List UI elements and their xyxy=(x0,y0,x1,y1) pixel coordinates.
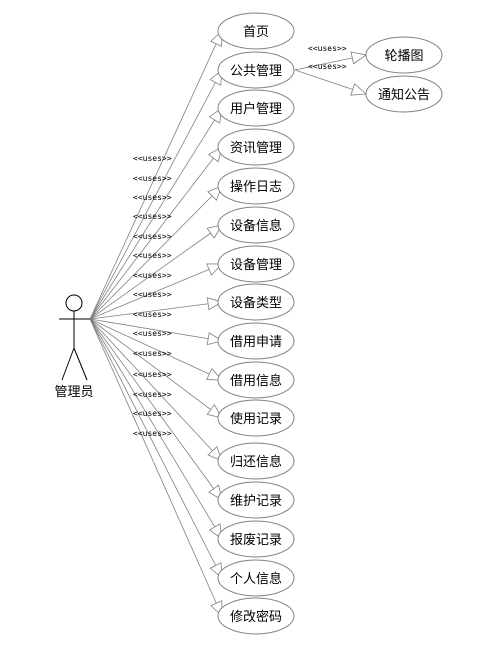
use-case-ellipse xyxy=(217,442,295,480)
use-case-label: 个人信息 xyxy=(230,571,282,587)
uses-edge-device-mgmt xyxy=(89,263,223,320)
uses-label: <<uses>> xyxy=(133,232,172,241)
uses-label: <<uses>> xyxy=(133,429,172,438)
use-case-ellipse xyxy=(217,481,295,519)
use-case-ellipse xyxy=(217,283,295,321)
use-case-label: 借用信息 xyxy=(230,373,282,389)
use-case-usage-record: 使用记录 xyxy=(217,399,295,437)
uses-label: <<uses>> xyxy=(133,329,172,338)
use-case-label: 设备信息 xyxy=(230,218,282,234)
uses-label: <<uses>> xyxy=(133,349,172,358)
uses-edge-device-type xyxy=(89,301,223,320)
use-case-ellipse xyxy=(217,399,295,437)
use-case-ellipse xyxy=(217,12,295,50)
use-case-ellipse xyxy=(217,597,295,635)
use-case-device-mgmt: 设备管理 xyxy=(217,245,295,283)
sub-use-case-carousel: 轮播图 xyxy=(365,36,443,74)
use-case-label: 设备类型 xyxy=(230,295,282,311)
use-case-ellipse xyxy=(217,559,295,597)
arrowhead-carousel xyxy=(350,51,367,65)
use-case-ellipse xyxy=(217,51,295,89)
uses-edge-device-info xyxy=(89,224,223,320)
actor-head xyxy=(65,294,83,312)
use-case-borrow-info: 借用信息 xyxy=(217,361,295,399)
use-case-label: 维护记录 xyxy=(230,494,282,509)
actor-right-leg xyxy=(73,347,88,381)
use-case-label: 用户管理 xyxy=(230,101,282,117)
use-case-borrow-apply: 借用申请 xyxy=(217,322,295,360)
use-case-label: 报废记录 xyxy=(230,532,282,548)
use-case-ellipse xyxy=(217,245,295,283)
uses-label: <<uses>> xyxy=(133,212,172,221)
use-case-ellipse xyxy=(365,36,443,74)
actor: 管理员 xyxy=(54,294,94,400)
uses-edge-return-info xyxy=(89,318,223,462)
use-case-ellipse xyxy=(217,167,295,205)
use-case-label: 公共管理 xyxy=(230,64,282,79)
uses-label: <<uses>> xyxy=(133,271,172,280)
use-case-change-password: 修改密码 xyxy=(217,597,295,635)
use-case-user-mgmt: 用户管理 xyxy=(217,89,295,127)
uses-edge-scrap-record xyxy=(89,318,223,540)
use-case-ellipse xyxy=(217,322,295,360)
actor-left-leg xyxy=(61,347,75,381)
arrowhead-device-type xyxy=(206,297,224,311)
uses-label: <<uses>> xyxy=(133,174,172,183)
uses-label: <<uses>> xyxy=(133,290,172,299)
use-case-ellipse xyxy=(217,361,295,399)
use-cases-layer: 首页公共管理用户管理资讯管理操作日志设备信息设备管理设备类型借用申请借用信息使用… xyxy=(217,12,443,635)
use-case-label: 操作日志 xyxy=(230,179,282,195)
uses-labels-layer: <<uses>> <<uses>> <<uses>> <<uses>> <<uses>>… xyxy=(133,44,347,438)
use-case-home: 首页 xyxy=(217,12,295,50)
uses-edge-usage-record xyxy=(89,318,223,419)
use-case-label: 设备管理 xyxy=(230,257,282,273)
use-case-label: 资讯管理 xyxy=(230,141,282,156)
use-case-op-log: 操作日志 xyxy=(217,167,295,205)
use-case-ellipse xyxy=(217,520,295,558)
uses-edge-op-log xyxy=(89,185,223,320)
uses-edge-user-mgmt xyxy=(89,107,223,320)
use-case-ellipse xyxy=(217,128,295,166)
uses-edge-home xyxy=(89,30,223,320)
uses-label: <<uses>> xyxy=(133,193,172,202)
arrowhead-notice xyxy=(350,83,367,96)
use-case-public: 公共管理 xyxy=(217,51,295,89)
use-case-label: 轮播图 xyxy=(384,49,423,64)
uses-label: <<uses>> xyxy=(133,251,172,260)
use-case-ellipse xyxy=(365,75,443,113)
uses-edge-borrow-apply xyxy=(89,318,223,342)
use-case-repair-record: 维护记录 xyxy=(217,481,295,519)
actor-label: 管理员 xyxy=(54,385,93,400)
uses-label: <<uses>> xyxy=(133,390,172,399)
uses-edge-repair-record xyxy=(89,318,223,501)
use-case-device-info: 设备信息 xyxy=(217,206,295,244)
uses-edge-public xyxy=(89,69,223,320)
use-case-label: 借用申请 xyxy=(230,335,282,350)
use-case-news-mgmt: 资讯管理 xyxy=(217,128,295,166)
use-case-return-info: 归还信息 xyxy=(217,442,295,480)
use-case-scrap-record: 报废记录 xyxy=(217,520,295,558)
use-case-label: 使用记录 xyxy=(230,411,282,427)
uses-label: <<uses>> xyxy=(308,44,347,53)
use-case-personal-info: 个人信息 xyxy=(217,559,295,597)
uses-label: <<uses>> xyxy=(133,154,172,163)
sub-use-case-notice: 通知公告 xyxy=(365,75,443,113)
use-case-label: 归还信息 xyxy=(230,454,282,470)
uses-edge-news-mgmt xyxy=(89,146,223,320)
uses-label: <<uses>> xyxy=(133,310,172,319)
use-case-ellipse xyxy=(217,89,295,127)
use-case-ellipse xyxy=(217,206,295,244)
use-case-label: 通知公告 xyxy=(378,87,430,103)
use-case-label: 修改密码 xyxy=(230,609,282,625)
uses-edge-borrow-info xyxy=(89,318,223,381)
uses-label: <<uses>> xyxy=(308,62,347,71)
use-case-label: 首页 xyxy=(243,25,269,40)
uses-label: <<uses>> xyxy=(133,370,172,379)
uses-edge-change-password xyxy=(89,318,223,617)
use-case-device-type: 设备类型 xyxy=(217,283,295,321)
uses-edge-personal-info xyxy=(89,318,223,579)
uses-label: <<uses>> xyxy=(133,409,172,418)
